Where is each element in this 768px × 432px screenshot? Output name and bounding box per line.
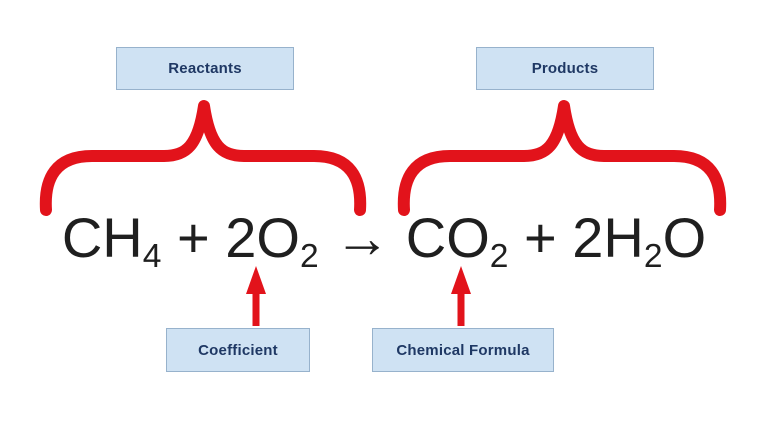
products-label-box: Products: [476, 47, 654, 90]
equation-subscript: 4: [142, 238, 162, 276]
reactants-label-box: Reactants: [116, 47, 294, 90]
equation-segment: → CO: [318, 206, 490, 269]
reactants-brace: [39, 100, 367, 216]
equation-segment: O: [662, 206, 707, 269]
products-label: Products: [531, 60, 599, 77]
reactants-label: Reactants: [168, 60, 242, 77]
products-brace: [397, 100, 727, 216]
chemical-equation: CH4 + 2O2 → CO2 + 2H2O: [0, 210, 768, 274]
equation-subscript: 2: [489, 238, 509, 276]
equation-segment: + 2H: [508, 206, 644, 269]
equation-segment: + 2O: [161, 206, 300, 269]
chemical-formula-label: Chemical Formula: [396, 341, 530, 359]
equation-subscript: 2: [299, 238, 319, 276]
coefficient-label: Coefficient: [198, 341, 278, 359]
coefficient-label-box: Coefficient: [166, 328, 310, 372]
equation-subscript: 2: [643, 238, 663, 276]
chemical-formula-label-box: Chemical Formula: [372, 328, 554, 372]
equation-segment: CH: [61, 206, 143, 269]
